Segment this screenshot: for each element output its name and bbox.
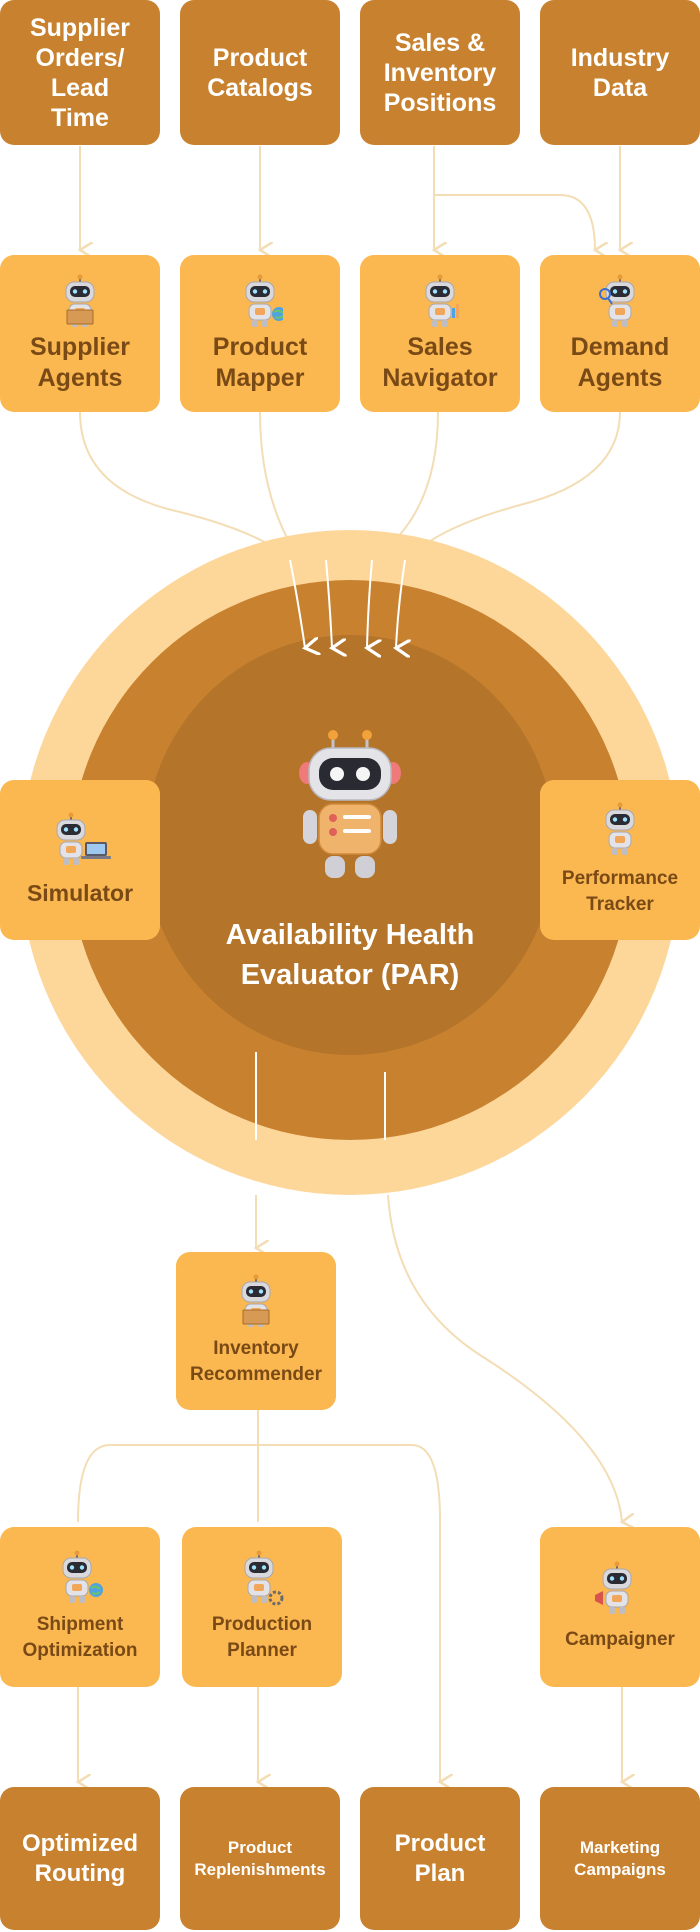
agent-demand-agents: Demand Agents	[540, 255, 700, 412]
connector-center-campaigner	[387, 1194, 622, 1522]
connector-inventory-shipment	[77, 1444, 258, 1523]
agent-label: Campaigner	[565, 1629, 675, 1650]
agent-label: Performance Tracker	[561, 868, 679, 915]
agent-label: Shipment Optimization	[22, 1614, 138, 1661]
agent-campaigner: Campaigner	[540, 1527, 700, 1687]
source-supplier-orders: Supplier Orders/ Lead Time	[0, 0, 160, 145]
arrow-supplier-into-ring	[289, 559, 305, 648]
agent-performance-tracker: Performance Tracker	[540, 780, 700, 940]
agent-supplier-agents: Supplier Agents	[0, 255, 160, 412]
arrow-mapper-into-ring	[325, 559, 332, 648]
connector-inventory-plan	[258, 1444, 440, 1782]
source-sales-inventory: Sales & Inventory Positions	[360, 0, 520, 145]
robot-with-laptop-icon	[56, 812, 111, 865]
agent-simulator: Simulator	[0, 780, 160, 940]
robot-with-globe-icon	[62, 1550, 103, 1603]
robot-with-megaphone-icon	[595, 1561, 632, 1614]
agent-inventory-recommender: Inventory Recommender	[176, 1252, 336, 1410]
large-robot-icon	[299, 730, 401, 878]
robot-with-box-icon	[65, 274, 95, 327]
agent-label: Production Planner	[211, 1614, 313, 1661]
robot-with-box-icon	[241, 1274, 271, 1327]
agent-product-mapper: Product Mapper	[180, 255, 340, 412]
arrow-demand-into-ring	[396, 559, 405, 648]
agent-label: Supplier Agents	[29, 332, 130, 392]
robot-icon	[605, 802, 635, 855]
output-product-plan: Product Plan	[360, 1787, 520, 1930]
agent-label: Simulator	[26, 879, 134, 906]
robot-with-globe-icon	[245, 274, 283, 327]
center-title: Availability Health Evaluator (PAR)	[225, 919, 475, 991]
robot-with-gear-icon	[244, 1550, 284, 1606]
connector-sales-to-demand	[434, 194, 595, 250]
agent-production-planner: Production Planner	[182, 1527, 342, 1687]
output-marketing-campaigns: Marketing Campaigns	[540, 1787, 700, 1930]
arrow-navigator-into-ring	[367, 559, 372, 648]
output-optimized-routing: Optimized Routing	[0, 1787, 160, 1930]
source-product-catalogs: Product Catalogs	[180, 0, 340, 145]
agent-sales-navigator: Sales Navigator	[360, 255, 520, 412]
source-industry-data: Industry Data	[540, 0, 700, 145]
agent-shipment-optimization: Shipment Optimization	[0, 1527, 160, 1687]
agent-label: Demand Agents	[570, 332, 670, 392]
robot-with-magnifier-icon	[599, 274, 635, 327]
agent-label: Product Mapper	[212, 332, 308, 392]
agent-label: Sales Navigator	[382, 332, 498, 392]
robot-with-chart-icon	[425, 274, 459, 327]
agent-label: Inventory Recommender	[190, 1338, 322, 1385]
output-product-replenishments: Product Replenishments	[180, 1787, 340, 1930]
